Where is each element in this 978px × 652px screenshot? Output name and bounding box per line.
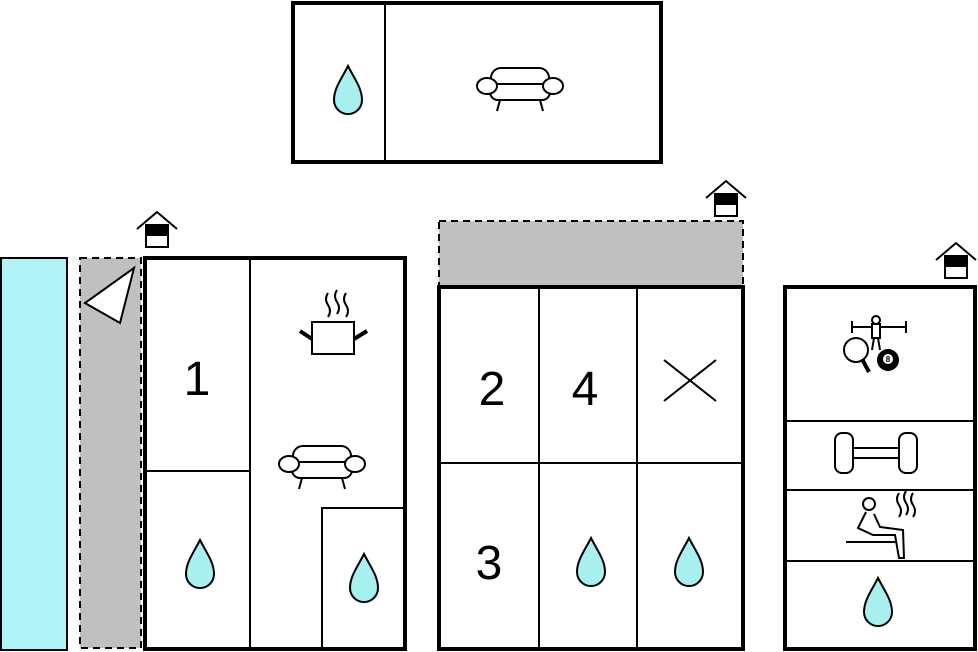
swimming-pool [0, 257, 68, 651]
water-drop-icon [674, 537, 704, 587]
terrace [79, 257, 142, 649]
cooking-pot-icon [298, 289, 369, 355]
compass-icon [83, 265, 136, 325]
water-drop-icon [349, 553, 379, 603]
house-entrance-icon [935, 242, 977, 279]
top-building [291, 1, 663, 164]
water-drop-icon [863, 577, 893, 627]
ping-pong-icon [843, 337, 871, 373]
sofa-icon [278, 445, 366, 490]
billiard-ball-number: 8 [886, 355, 891, 364]
dumbbell-icon [834, 432, 918, 474]
terrace [438, 220, 744, 288]
building-a: 1 [136, 211, 407, 651]
foosball-icon [851, 315, 907, 351]
water-drop-icon [576, 537, 606, 587]
sauna-icon [846, 490, 916, 559]
room-4-label: 4 [572, 363, 599, 416]
room-3-label: 3 [476, 537, 503, 590]
house-entrance-icon [136, 211, 178, 248]
building-b: 2 4 3 [437, 180, 747, 651]
house-entrance-icon [705, 180, 747, 217]
close-x-icon [663, 359, 717, 402]
water-drop-icon [185, 539, 215, 589]
sofa-icon [476, 67, 564, 112]
room-1-label: 1 [184, 353, 211, 406]
room-2-label: 2 [479, 363, 506, 416]
building-c: 8 [783, 242, 977, 651]
water-drop-icon [333, 65, 363, 115]
billiard-ball-icon: 8 [877, 349, 899, 371]
